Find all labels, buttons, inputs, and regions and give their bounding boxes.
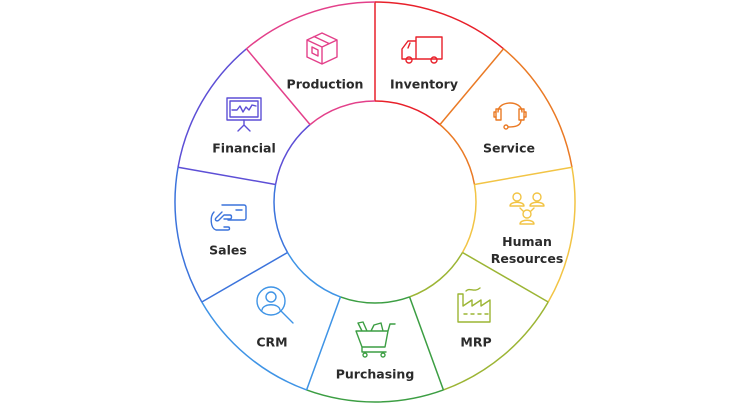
segment-label-production: Production	[286, 76, 364, 92]
inner-arc-service	[439, 124, 476, 185]
divider-production	[245, 48, 311, 126]
segment-label-service: Service	[483, 140, 535, 156]
factory-icon	[456, 286, 496, 324]
divider-mrp	[462, 251, 549, 303]
box-icon	[304, 30, 340, 66]
inner-arc-production	[309, 100, 376, 126]
inner-arc-crm	[286, 252, 341, 298]
inner-arc-purchasing	[340, 296, 410, 304]
segment-label-sales: Sales	[209, 242, 247, 258]
hand-card-icon	[208, 202, 248, 234]
segment-label-inventory: Inventory	[390, 76, 458, 92]
segment-label-crm: CRM	[256, 334, 288, 350]
chart-presentation-icon	[225, 96, 263, 134]
truck-icon	[400, 35, 444, 65]
outer-arc-purchasing	[306, 389, 444, 403]
outer-arc-production	[245, 1, 376, 50]
divider-hr	[474, 166, 573, 186]
outer-arc-hr	[547, 167, 576, 303]
segment-label-mrp: MRP	[460, 334, 492, 350]
headset-icon	[491, 94, 529, 132]
segment-label-purchasing: Purchasing	[335, 366, 415, 382]
inner-arc-sales	[273, 184, 289, 253]
divider-service	[439, 48, 505, 126]
inner-arc-mrp	[409, 252, 464, 298]
shopping-cart-icon	[354, 321, 396, 359]
divider-sales	[201, 251, 288, 303]
inner-arc-financial	[274, 124, 311, 185]
outer-arc-sales	[174, 167, 203, 303]
people-network-icon	[507, 192, 547, 228]
divider-financial	[177, 166, 276, 186]
outer-arc-crm	[201, 301, 307, 391]
divider-crm	[305, 296, 342, 391]
person-search-icon	[254, 284, 296, 326]
segment-label-financial: Financial	[212, 140, 276, 156]
outer-arc-inventory	[374, 1, 505, 50]
inner-arc-hr	[461, 184, 477, 253]
divider-purchasing	[408, 296, 445, 391]
outer-arc-mrp	[443, 301, 549, 391]
inner-arc-inventory	[374, 100, 441, 126]
outer-arc-service	[503, 48, 573, 168]
outer-arc-financial	[177, 48, 247, 168]
